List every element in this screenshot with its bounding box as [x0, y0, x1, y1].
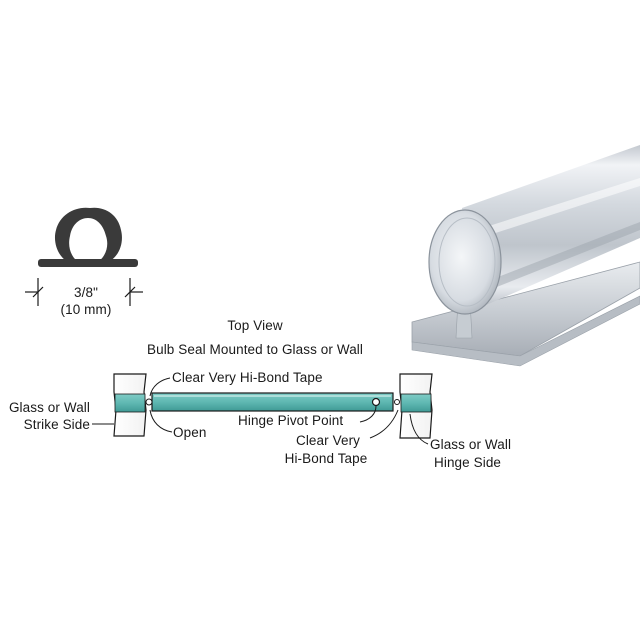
seal-3d-base-edge: [411, 295, 640, 367]
hinge-side-tape: [400, 393, 432, 413]
top-view-title: Top View: [227, 318, 283, 333]
seal-3d-tube: [462, 145, 640, 312]
strike-side-tape: [114, 393, 146, 413]
callout-open: Open: [173, 425, 207, 440]
hinge-pivot-point: [371, 397, 381, 407]
leader-lines: [92, 377, 429, 445]
top-view-subtitle: Bulb Seal Mounted to Glass or Wall: [147, 342, 363, 357]
seal-3d-tube-shadow: [480, 222, 640, 292]
callout-strike-side-line2: Strike Side: [23, 417, 90, 432]
profile-base: [38, 259, 138, 267]
seal-3d-illustration: [411, 145, 640, 367]
hinge-seal-bulb: [394, 399, 400, 405]
seal-3d-tube-highlight: [470, 178, 640, 240]
leader-pivot: [359, 405, 377, 423]
callout-hinge-side-line2: Hinge Side: [434, 455, 502, 470]
leader-tape-top: [149, 377, 171, 397]
profile-bulb: [54, 207, 122, 264]
callout-tape-bottom-line1: Clear Very: [295, 433, 361, 448]
leader-hinge: [409, 413, 429, 445]
dimension-label-metric: (10 mm): [60, 302, 112, 317]
seal-3d-tube-end: [428, 209, 502, 315]
top-view-diagram: [92, 373, 433, 445]
profile-cross-section: [25, 207, 143, 306]
seal-bulb-top-view: [145, 398, 153, 406]
callout-hinge-side-line1: Glass or Wall: [430, 437, 512, 452]
callout-tape-top: Clear Very Hi-Bond Tape: [172, 370, 323, 385]
callout-hinge-pivot: Hinge Pivot Point: [238, 413, 344, 428]
callout-strike-side-line1: Glass or Wall: [8, 400, 90, 415]
dimension-label-imperial: 3/8": [74, 285, 98, 300]
callout-tape-bottom-line2: Hi-Bond Tape: [284, 451, 368, 466]
profile-dimension: [25, 278, 143, 306]
leader-tape-bottom: [369, 409, 399, 439]
seal-3d-tube-inner: [438, 217, 496, 307]
leader-open: [149, 409, 173, 433]
